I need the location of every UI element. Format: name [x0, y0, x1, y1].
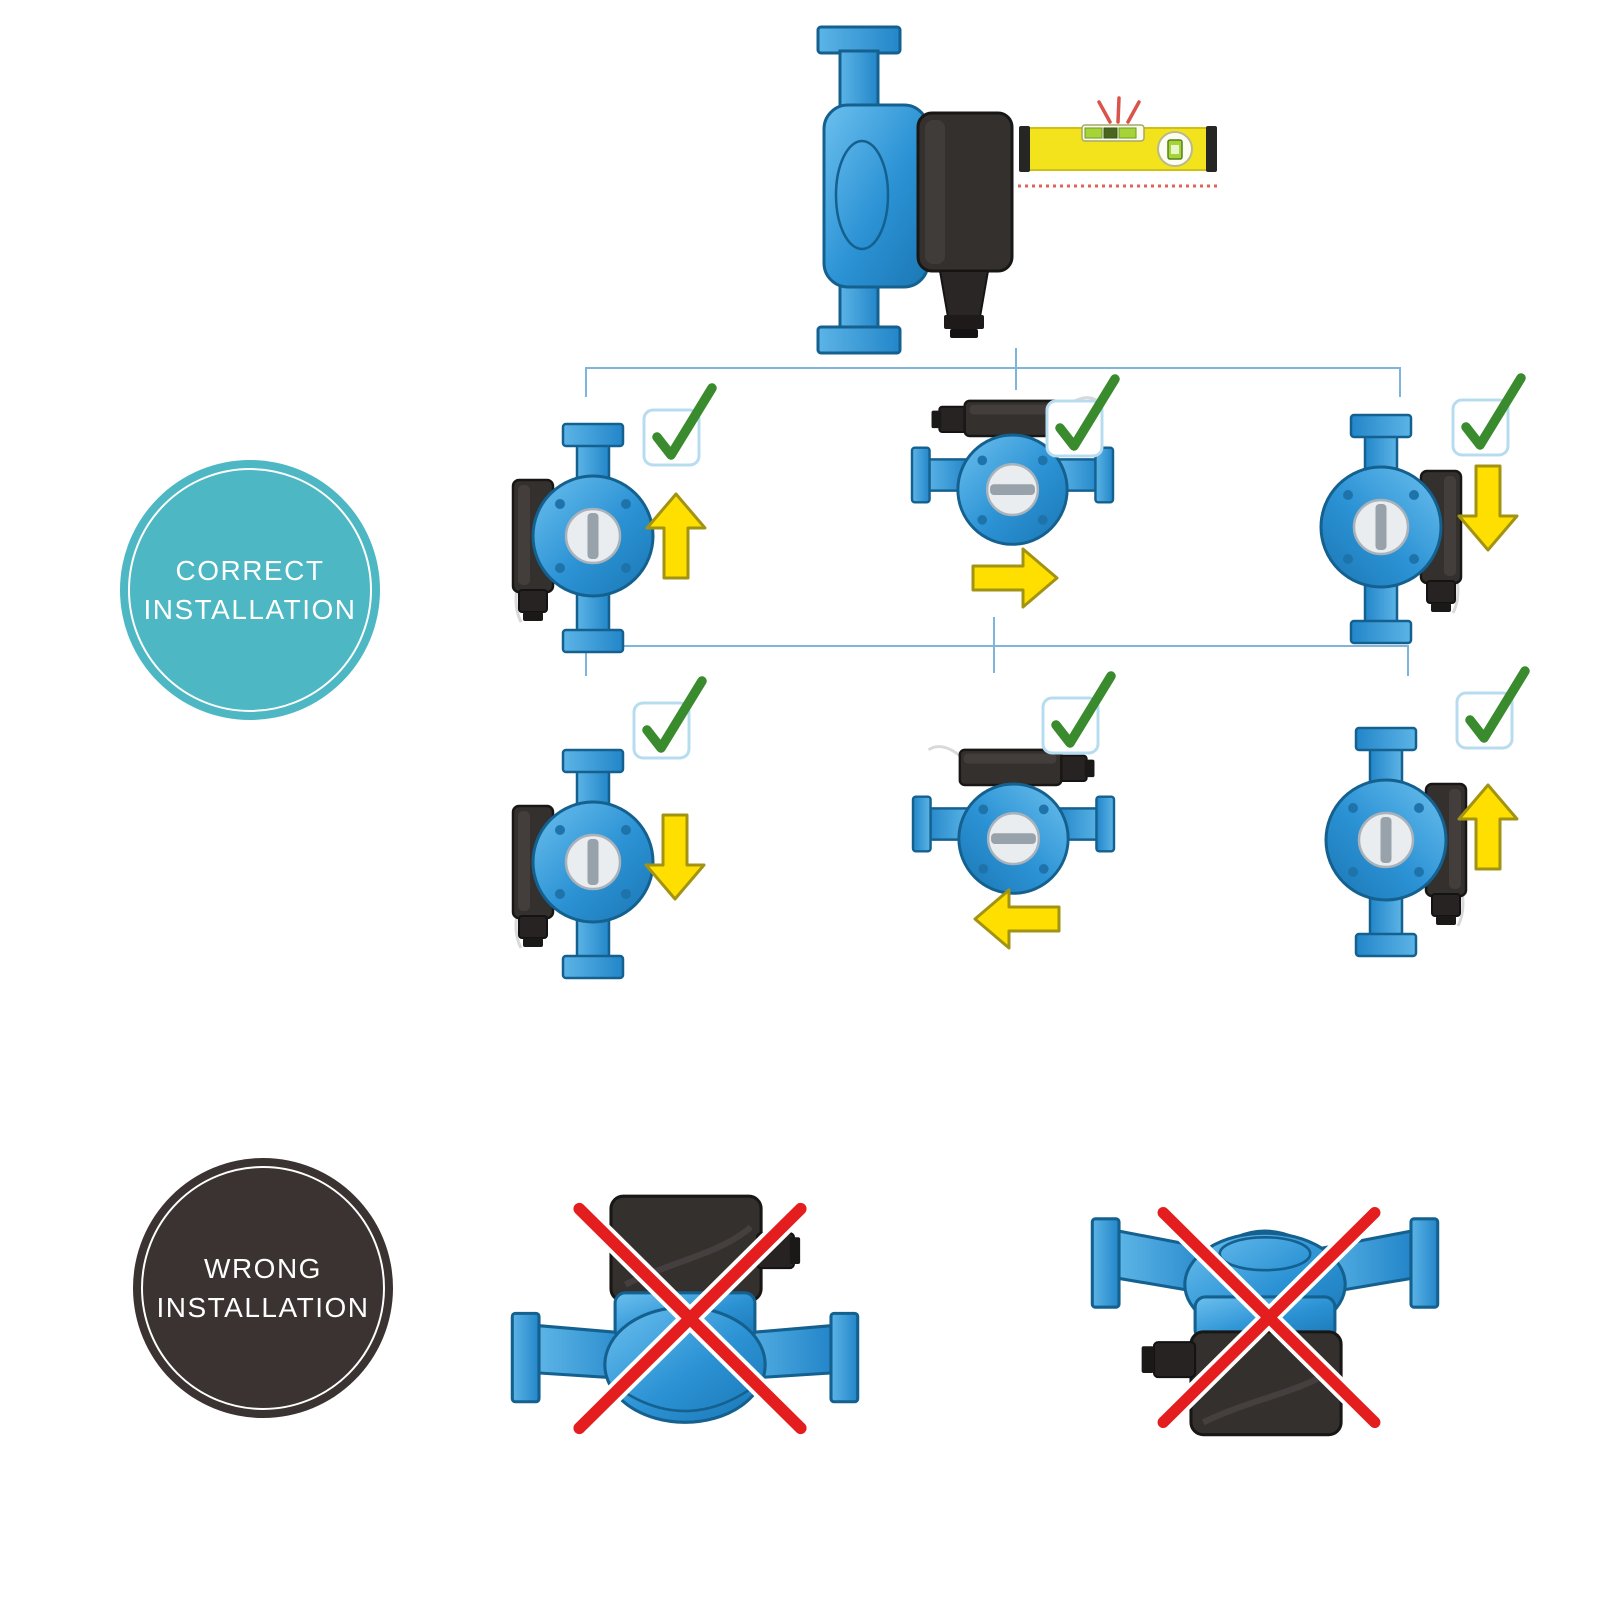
- flow-arrow-up-icon: [1456, 782, 1520, 872]
- connector-line: [585, 367, 587, 397]
- flow-arrow-down-icon: [643, 812, 707, 902]
- connector-line: [585, 645, 587, 676]
- red-cross-icon: [565, 1197, 815, 1440]
- pump-vertical-motor-right: [1303, 411, 1463, 646]
- badge-line: INSTALLATION: [156, 1292, 370, 1323]
- connector-line: [585, 645, 1409, 647]
- connector-line: [585, 367, 1401, 369]
- reference-pump-illustration: [816, 25, 1014, 355]
- checkmark-icon: [1450, 373, 1526, 459]
- checkmark-icon: [641, 383, 717, 469]
- checkmark-icon: [1044, 374, 1120, 460]
- level-alert-marks: [1097, 96, 1141, 124]
- badge-line: INSTALLATION: [143, 594, 357, 625]
- badge-line: WRONG: [204, 1252, 322, 1284]
- correct-installation-badge: CORRECT INSTALLATION: [120, 460, 380, 720]
- red-cross-icon: [1150, 1200, 1388, 1435]
- spirit-level-icon: [1018, 96, 1218, 188]
- badge-line: CORRECT: [175, 554, 325, 586]
- pump-vertical-motor-right: [1308, 724, 1468, 959]
- flow-arrow-up-icon: [644, 491, 708, 581]
- connector-line: [1399, 367, 1401, 397]
- checkmark-icon: [631, 676, 707, 762]
- correct-installation-label: CORRECT INSTALLATION: [143, 551, 356, 629]
- connector-line: [1407, 645, 1409, 676]
- wrong-installation-badge: WRONG INSTALLATION: [133, 1158, 393, 1418]
- pump-horizontal-motor-top: [911, 744, 1116, 905]
- checkmark-icon: [1454, 666, 1530, 752]
- flow-arrow-down-icon: [1456, 463, 1520, 553]
- wrong-installation-label: WRONG INSTALLATION: [156, 1249, 369, 1327]
- connector-line: [1015, 348, 1017, 390]
- flow-arrow-right-icon: [970, 546, 1060, 610]
- flow-arrow-left-icon: [972, 887, 1062, 951]
- checkmark-icon: [1040, 671, 1116, 757]
